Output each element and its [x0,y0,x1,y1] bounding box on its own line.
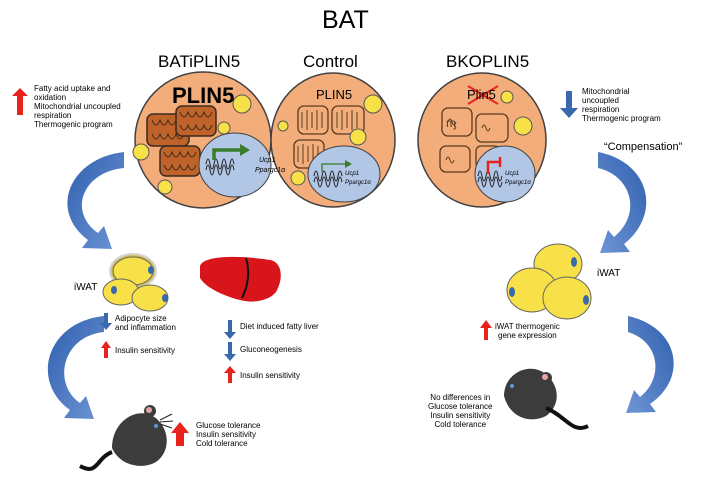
iwat-thermogenic-effect: iWAT thermogenic gene expression [495,322,560,341]
iwat-adipocytes-left [102,253,169,312]
gene-ppargc1a-right: Ppargc1α [505,180,531,186]
nucleus [474,145,536,203]
liver-effect-fatty-liver: Diet induced fatty liver [240,322,319,331]
effect-line: Fatty acid uptake and [34,84,111,93]
up-arrow-icon [12,88,28,115]
effect-line: respiration [582,104,620,114]
effect-line: uncoupled [582,95,619,105]
iwat-adipocytes-right [506,243,592,320]
protein-label-knockout: Plin5 [467,87,496,102]
effect-line: and inflammation [115,322,176,332]
effect-line: Adipocyte size [115,314,167,323]
page-title: BAT [322,6,369,34]
curved-arrow-left-top [67,152,124,249]
knockout-cross [467,85,499,105]
mitochondria [293,105,365,169]
mitochondria: ᶆ [439,107,509,173]
curved-arrow-right-top [598,152,647,253]
outcome-line: Insulin sensitivity [430,410,491,420]
down-arrow-icon [560,91,578,118]
curved-arrow-right-bottom [626,316,674,413]
effect-line: iWAT thermogenic [495,322,560,331]
adipocyte-effect: Adipocyte size and inflammation [115,314,176,333]
right-effects-list: Mitochondrial uncoupled respiration Ther… [582,87,661,124]
cell-batiplin5 [132,71,272,209]
column-label-control: Control [303,52,358,71]
gene-ucp1-middle: Ucp1 [345,171,360,177]
up-arrow-icon [171,422,189,446]
down-arrow-icon [100,313,112,330]
outcome-line: Insulin sensitivity [196,429,257,439]
up-arrow-icon [480,320,492,340]
effect-line: Thermogenic program [582,113,661,123]
effect-line: respiration [34,110,72,120]
outcome-line: Cold tolerance [196,438,248,448]
protein-label-overexpressed: PLIN5 [172,83,235,108]
effect-line: Mitochondrial [582,87,630,96]
lipid-droplets [132,94,252,195]
promoter-arrow [321,163,345,172]
effect-line: Thermogenic program [34,119,113,129]
protein-label-control: PLIN5 [316,87,353,102]
down-arrow-icon [224,320,236,339]
lipid-droplets [500,90,533,136]
repression-mark [486,157,502,174]
gene-ucp1-left: Ucp1 [259,157,276,164]
up-arrow-icon [224,366,236,383]
lipid-droplets [277,94,383,186]
gene-ucp1-right: Ucp1 [505,171,520,177]
insulin-sensitivity-iwat: Insulin sensitivity [115,346,176,355]
liver-icon [200,256,281,302]
mouse-left-outcomes: Glucose tolerance Insulin sensitivity Co… [196,421,261,449]
nucleus [307,145,381,203]
promoter-arrow [212,148,240,160]
column-label-bkoplin5: BKOPLIN5 [446,52,530,71]
up-arrow-icon [101,341,111,358]
mitochondria [146,105,217,177]
cell-control [270,72,396,208]
effect-line: gene expression [498,330,557,340]
svg-text:ᶆ: ᶆ [446,116,456,130]
left-effects-list: Fatty acid uptake and oxidation Mitochon… [34,84,121,130]
mouse-right-outcomes: No differences in Glucose tolerance Insu… [428,393,493,430]
outcome-line: Glucose tolerance [196,421,261,430]
mouse-icon-left [79,405,174,471]
liver-effect-gluconeogenesis: Gluconeogenesis [240,345,302,354]
outcome-line: Cold tolerance [434,419,487,429]
gene-ppargc1a-middle: Ppargc1α [345,180,371,186]
down-arrow-icon [224,342,236,361]
mouse-icon-right [504,368,589,430]
iwat-label-left: iWAT [74,282,98,293]
gene-ppargc1a-left: Ppargc1α [255,167,286,174]
outcome-line: No differences in [430,393,491,402]
column-label-batiplin5: BATiPLIN5 [158,52,241,71]
cell-bkoplin5: ᶆ [417,72,547,208]
effect-line: oxidation [34,92,67,102]
outcome-line: Glucose tolerance [428,401,493,411]
iwat-label-right: iWAT [597,268,621,279]
effect-line: Mitochondrial uncoupled [34,101,121,111]
curved-arrow-left-bottom [47,316,104,419]
compensation-label: “Compensation” [604,141,683,153]
liver-effect-insulin: Insulin sensitivity [240,371,301,380]
